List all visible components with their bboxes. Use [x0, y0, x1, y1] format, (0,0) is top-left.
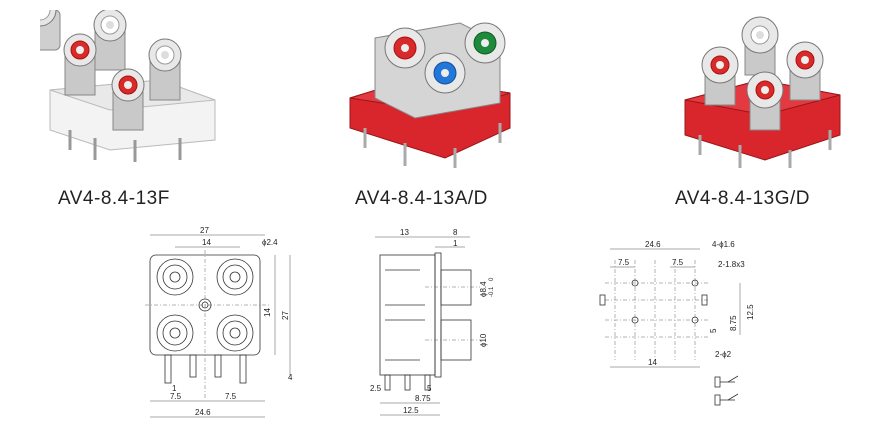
dim-pcb-bottom: 14 — [648, 358, 657, 367]
dim-pitch-b: 7.5 — [672, 258, 684, 267]
dim-slots: 2-1.8x3 — [718, 260, 745, 269]
dim-height-total: 27 — [281, 311, 290, 320]
dim-pitch-left: 7.5 — [170, 392, 182, 401]
product-photo-av4-13f — [40, 10, 230, 170]
dim-dia-top: ϕ8.4 — [479, 281, 488, 297]
dim-pin-c: 8.75 — [415, 394, 431, 403]
model-label-13ad: AV4-8.4-13A/D — [355, 188, 488, 209]
dim-depth: 13 — [400, 228, 409, 237]
dim-h-mid: 8.75 — [729, 315, 738, 331]
dim-holes2: 2-ϕ2 — [715, 350, 732, 359]
front-view-drawing: 27 14 ϕ2.4 14 27 4 1 7.5 — [130, 225, 310, 425]
dim-flange: 8 — [453, 228, 458, 237]
dim-pin-b: 5 — [427, 384, 432, 393]
dim-tol-minus: -0.1 — [489, 286, 495, 297]
dim-pitch-a: 7.5 — [618, 258, 630, 267]
model-label-13gd: AV4-8.4-13G/D — [675, 188, 810, 209]
product-photo-av4-13gd — [680, 10, 850, 170]
model-label-13f: AV4-8.4-13F — [58, 188, 170, 209]
dim-pin-off: 1 — [172, 384, 177, 393]
dim-base: 12.5 — [403, 406, 419, 415]
switch-symbol-icon — [714, 375, 739, 406]
dim-inner-top: 14 — [202, 238, 211, 247]
dim-pin-a: 2.5 — [370, 384, 382, 393]
dim-holes4: 4-ϕ1.6 — [712, 240, 735, 249]
dim-width-top: 27 — [200, 226, 209, 235]
product-photo-av4-13ad — [345, 18, 525, 168]
dim-pcb-width: 24.6 — [645, 240, 661, 249]
dim-tol-plus: 0 — [489, 277, 495, 281]
dim-height-inner: 14 — [263, 308, 272, 317]
dim-lip: 1 — [453, 239, 458, 248]
pcb-layout-drawing: 24.6 4-ϕ1.6 7.5 7.5 2-1.8x3 12.5 8.75 — [590, 235, 790, 425]
dim-hole: ϕ2.4 — [262, 238, 278, 247]
dim-dia-bottom: ϕ10 — [479, 333, 488, 347]
dim-width-bottom: 24.6 — [195, 408, 211, 417]
dim-h-total: 12.5 — [746, 304, 755, 320]
side-view-drawing: 13 8 1 ϕ8.4 0 -0.1 ϕ10 2.5 5 8.75 12.5 — [365, 225, 505, 425]
dim-pin-bottom: 4 — [288, 373, 293, 382]
dim-h-low: 5 — [709, 328, 718, 333]
dim-pitch-right: 7.5 — [225, 392, 237, 401]
